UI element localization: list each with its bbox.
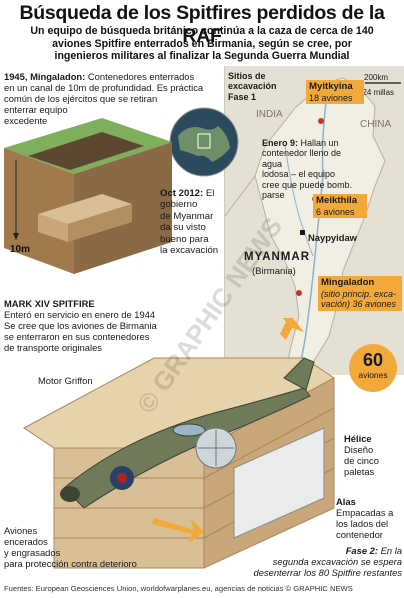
propeller-line: Diseño bbox=[344, 444, 374, 455]
map-legend-line: Fase 1 bbox=[228, 91, 257, 102]
river-irrawaddy bbox=[296, 95, 328, 375]
spitfire-cockpit bbox=[172, 423, 206, 437]
phase2-title: Fase 2: bbox=[345, 545, 379, 556]
wings-line: los lados del bbox=[336, 518, 389, 529]
oct2012-line: bueno para bbox=[160, 233, 209, 245]
oct2012-note: Oct 2012: El gobierno de Myanmar da su v… bbox=[160, 188, 226, 256]
jan9-line: lodosa – el equipo bbox=[262, 169, 336, 180]
jan9-line: cree que puede bomb. parse bbox=[262, 179, 353, 201]
propeller-title: Hélice bbox=[344, 433, 372, 444]
phase2-line: En la bbox=[378, 545, 402, 556]
aircraft-text: MARK XIV SPITFIRE Enteró en servicio en … bbox=[4, 298, 216, 353]
subtitle-line: ingenieros militares al finalizar la Seg… bbox=[54, 50, 350, 63]
aircraft-line: se enterraron en sus contenedores bbox=[4, 331, 150, 342]
scale-mi: 124 millas bbox=[358, 88, 395, 97]
map-legend: Sitios de excavación Fase 1 bbox=[228, 71, 277, 102]
spitfire-spinner bbox=[60, 486, 80, 502]
site-name: Myitkyina bbox=[309, 81, 353, 92]
capital-marker bbox=[300, 230, 305, 235]
map-legend-line: Sitios de bbox=[228, 71, 266, 81]
country-china: CHINA bbox=[360, 119, 392, 130]
waxed-line: para protección contra deterioro bbox=[4, 558, 137, 569]
aircraft-heading: MARK XIV SPITFIRE bbox=[4, 298, 95, 309]
jan9-note: Enero 9: Hallan un contenedor lleno de a… bbox=[262, 138, 362, 200]
phase2-note: Fase 2: En la segunda excavación se espe… bbox=[232, 545, 402, 578]
waxed-line: encerados bbox=[4, 536, 48, 547]
total-number: 60 bbox=[362, 350, 384, 370]
site-count: 6 aviones bbox=[316, 206, 355, 217]
total-label: aviones bbox=[358, 370, 388, 380]
aircraft-line: Se cree que los aviones de Birmania bbox=[4, 320, 157, 331]
engine-label: Motor Griffon bbox=[38, 375, 93, 386]
waxed-label: Aviones encerados y engrasados para prot… bbox=[4, 525, 137, 569]
capital-label: Naypyidaw bbox=[308, 232, 357, 243]
propeller-icon bbox=[195, 427, 237, 469]
oct2012-line: gobierno bbox=[160, 199, 198, 211]
intro-line: en un canal de 10m de profundidad. Es pr… bbox=[4, 82, 204, 93]
wings-line: Empacadas a bbox=[336, 507, 394, 518]
crate-illustration bbox=[23, 318, 335, 569]
jan9-line: contenedor lleno de agua bbox=[262, 148, 342, 169]
burial-pit-illustration bbox=[4, 118, 172, 274]
total-badge: 60 aviones bbox=[349, 344, 397, 392]
border-line bbox=[225, 175, 256, 217]
oct2012-line: la excavación bbox=[160, 245, 219, 257]
oct2012-line: El bbox=[203, 188, 215, 199]
site-name: Mingaladon bbox=[321, 277, 375, 288]
phase2-line: desenterrar los 80 Spitfire restantes bbox=[253, 567, 402, 578]
intro-line: enterrar equipo bbox=[4, 104, 68, 115]
jan9-line: Hallan un bbox=[298, 138, 339, 148]
site-count: vación) 36 aviones bbox=[321, 299, 397, 309]
wings-line: contenedor bbox=[336, 529, 383, 540]
site-myitkyina: Myitkyina 18 aviones bbox=[306, 80, 364, 104]
propeller-line: paletas bbox=[344, 466, 375, 477]
propeller-line: de cinco bbox=[344, 455, 379, 466]
aircraft-line: Enteró en servicio en enero de 1944 bbox=[4, 309, 156, 320]
intro-line: excedente bbox=[4, 115, 48, 126]
subtitle-line: Un equipo de búsqueda británico continúa… bbox=[30, 25, 374, 37]
page-title: Búsqueda de los Spitfires perdidos de la… bbox=[19, 2, 385, 47]
site-mingaladon: Mingaladon (sitio princip. exca- vación)… bbox=[318, 276, 402, 311]
oct2012-heading: Oct 2012: bbox=[160, 188, 204, 199]
wing-panel bbox=[233, 427, 325, 539]
oct2012-line: da su visto bbox=[160, 222, 206, 234]
spitfire-tail bbox=[283, 357, 315, 391]
site-name: Meikthila bbox=[316, 195, 358, 206]
wings-title: Alas bbox=[336, 496, 356, 507]
direction-arrow bbox=[280, 318, 304, 340]
jan9-heading: Enero 9: bbox=[262, 138, 299, 148]
page-subtitle: Un equipo de búsqueda británico continúa… bbox=[4, 25, 400, 63]
waxed-line: y engrasados bbox=[4, 547, 61, 558]
country-myanmar: MYANMAR bbox=[244, 251, 310, 263]
site-count: 18 aviones bbox=[309, 92, 353, 103]
site-marker-mingaladon bbox=[296, 290, 302, 296]
subtitle-line: aviones Spitfire enterrados en Birmania,… bbox=[52, 37, 352, 50]
river-chindwin bbox=[284, 145, 314, 257]
phase2-line: segunda excavación se espera bbox=[272, 556, 402, 567]
site-meikthila: Meikthila 6 aviones bbox=[313, 194, 367, 218]
intro-text: 1945, Mingaladon: Contenedores enterrado… bbox=[4, 71, 228, 126]
intro-line: común de los ejércitos que se retiran bbox=[4, 93, 158, 104]
intro-heading: 1945, Mingaladon: bbox=[4, 71, 86, 82]
waxed-line: Aviones bbox=[4, 525, 38, 536]
scale-km: 200km bbox=[364, 73, 389, 82]
country-india: INDIA bbox=[256, 109, 283, 120]
direction-arrow bbox=[152, 518, 204, 544]
oct2012-line: de Myanmar bbox=[160, 210, 214, 222]
site-note: (sitio princip. exca- bbox=[321, 288, 397, 299]
depth-label: 10m bbox=[10, 244, 31, 255]
source-footer: Fuentes: European Geosciences Union, wor… bbox=[4, 584, 353, 593]
site-marker-myitkyina bbox=[318, 118, 324, 124]
propeller-label: Hélice Diseño de cinco paletas bbox=[344, 433, 379, 477]
map-legend-line: excavación bbox=[228, 81, 277, 92]
country-birmania: (Birmania) bbox=[252, 266, 296, 277]
aircraft-line: de transporte originales bbox=[4, 342, 102, 353]
wings-label: Alas Empacadas a los lados del contenedo… bbox=[336, 496, 393, 540]
intro-line: Contenedores enterrados bbox=[85, 71, 195, 82]
